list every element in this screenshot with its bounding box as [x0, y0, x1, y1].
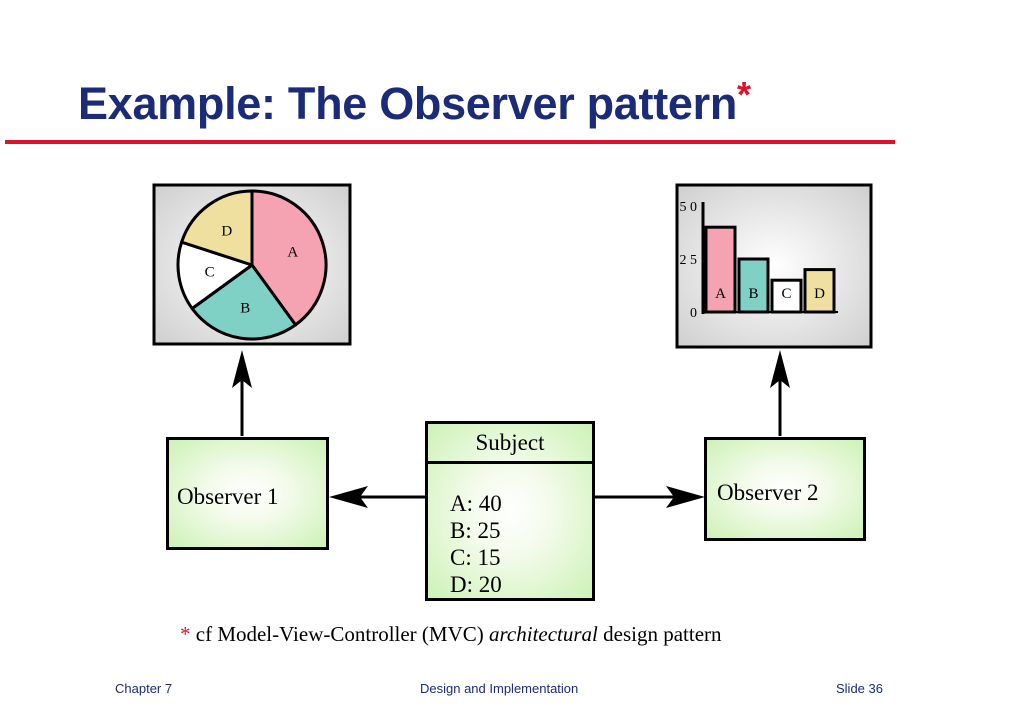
pie-chart: A B C D [176, 189, 328, 341]
footnote: * cf Model-View-Controller (MVC) archite… [180, 622, 722, 647]
footer-section: Design and Implementation [420, 681, 579, 696]
subject-header: Subject [428, 424, 592, 464]
pie-label-c: C [205, 265, 215, 281]
arrowhead-left-icon [329, 486, 368, 508]
bar-c [770, 278, 803, 314]
bar-y-tick-label: 2 5 [680, 253, 698, 268]
arrowhead-up-right-icon [770, 350, 790, 388]
pie-label-d: D [221, 223, 232, 239]
observer2-box: Observer 2 [704, 437, 866, 541]
bar-d [803, 268, 836, 314]
subject-box: Subject A: 40 B: 25 C: 15 D: 20 [425, 421, 595, 601]
title-text: Example: The Observer pattern [78, 78, 738, 129]
footnote-text-pre: cf Model-View-Controller (MVC) [190, 622, 490, 646]
bar-y-tick-label: 5 0 [680, 200, 698, 215]
bar-a [704, 225, 737, 314]
arrowhead-right-icon [666, 486, 705, 508]
bar-label-c: C [781, 286, 791, 302]
bar-y-tick-label: 0 [690, 306, 697, 321]
pie-label-a: A [287, 245, 298, 261]
pie-slice-b [190, 263, 297, 341]
subject-value-d: D: 20 [450, 572, 502, 597]
arrowhead-up-left-icon [232, 350, 252, 388]
bar-label-a: A [715, 286, 726, 302]
subject-value-c: C: 15 [450, 545, 501, 570]
footer-slide-number: Slide 36 [836, 681, 883, 696]
observer1-label: Observer 1 [177, 484, 279, 509]
observer2-label: Observer 2 [717, 480, 819, 505]
title-asterisk: * [737, 74, 751, 115]
footnote-asterisk: * [180, 622, 191, 646]
bar-label-b: B [748, 286, 758, 302]
footnote-text-post: design pattern [597, 622, 722, 646]
observer1-box: Observer 1 [166, 437, 329, 550]
pie-label-b: B [240, 300, 250, 316]
pie-slice-a [250, 189, 328, 327]
subject-value-b: B: 25 [450, 518, 501, 543]
pie-slice-c [176, 240, 254, 310]
pie-slice-d [180, 189, 254, 267]
subject-values: A: 40 B: 25 C: 15 D: 20 [450, 490, 502, 598]
subject-value-a: A: 40 [450, 491, 502, 516]
slide-title: Example: The Observer pattern* [78, 74, 751, 130]
bar-b [737, 257, 770, 314]
footnote-text-italic: architectural [489, 622, 598, 646]
bar-chart: 0 2 5 5 0 A B C D [680, 200, 838, 321]
title-underline [5, 140, 895, 144]
bar-label-d: D [814, 286, 825, 302]
bar-chart-panel [675, 183, 873, 349]
footer-chapter: Chapter 7 [115, 681, 173, 696]
